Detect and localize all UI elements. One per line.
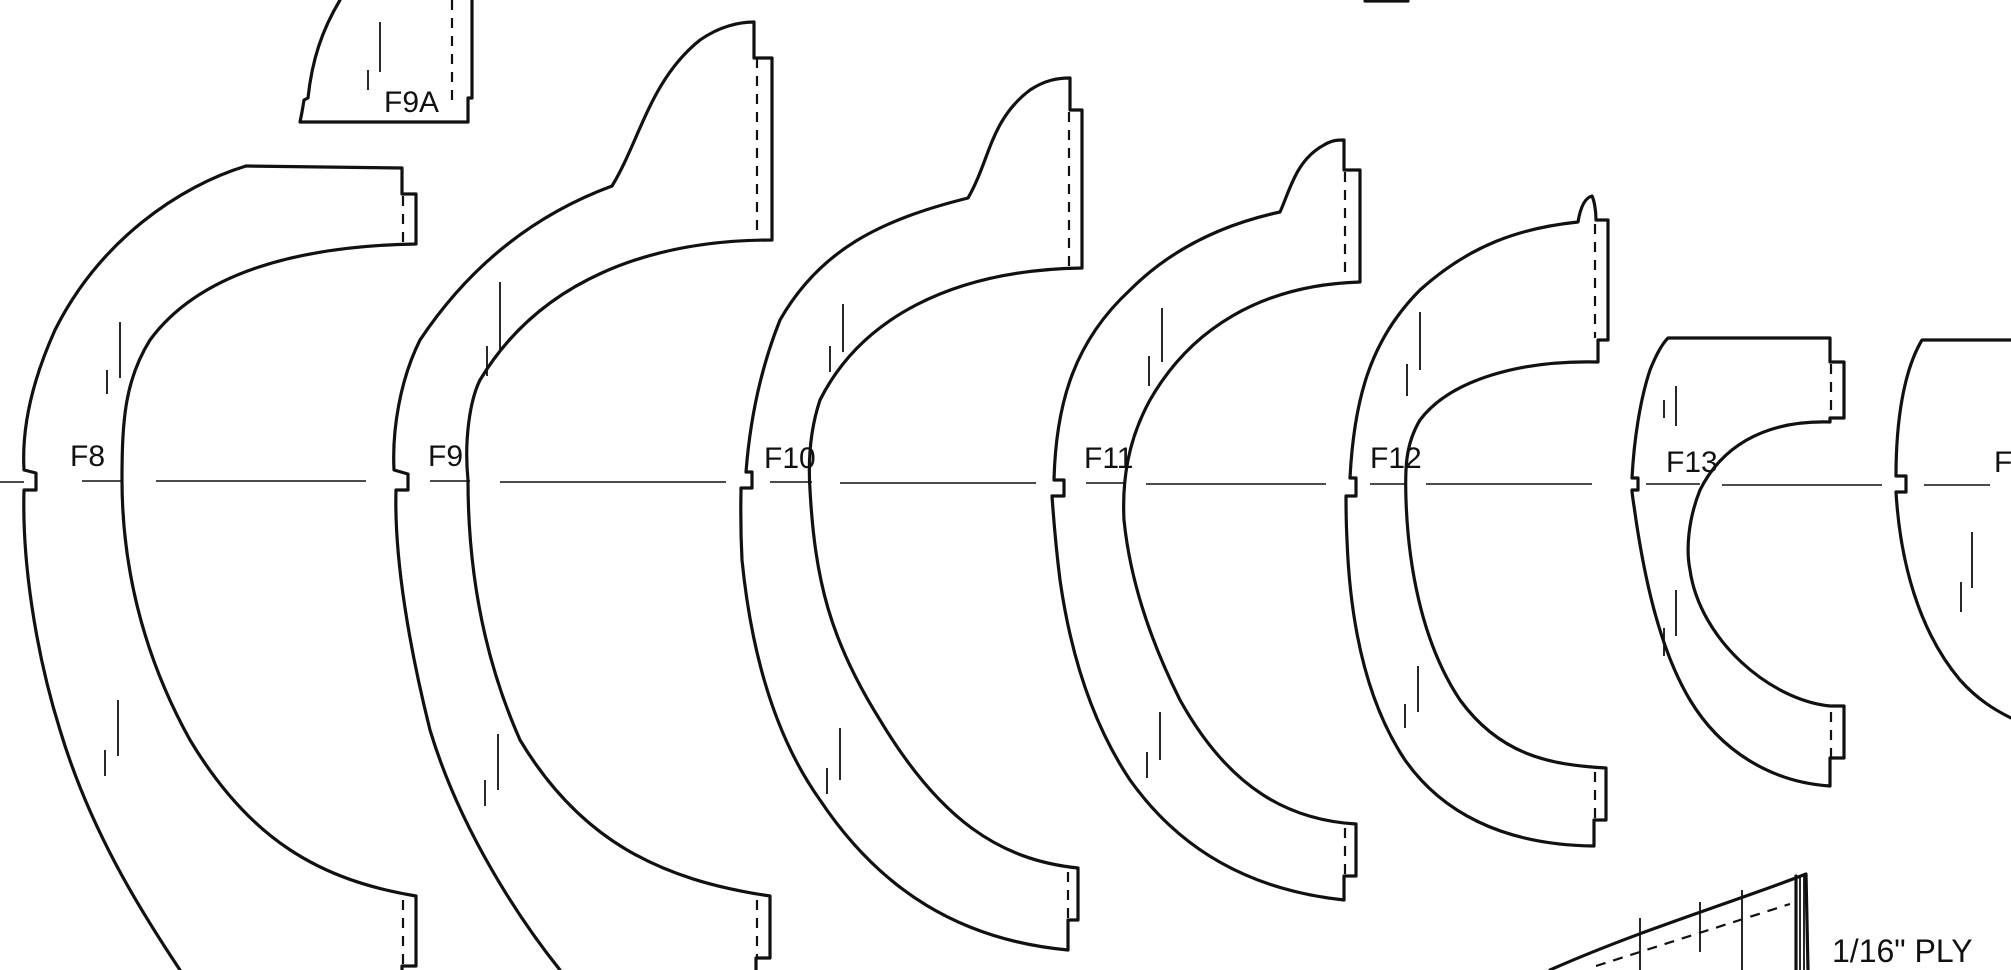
label-f11: F11 [1084,442,1133,475]
centerline [0,480,1990,486]
former-f12: F12 [1344,194,1610,848]
former-f9a: F9A [298,0,474,124]
plywood-part: 1/16" PLY [1548,872,1973,970]
label-f14: F [1994,446,2011,479]
label-f12: F12 [1370,442,1422,475]
former-f10: F10 [739,76,1084,952]
former-f9: F9 [392,20,774,970]
label-f9: F9 [428,440,463,473]
former-f11: F11 [1050,138,1362,902]
former-f8: F8 [22,164,418,970]
former-f14-partial: F [1894,338,2011,720]
label-f8: F8 [70,440,105,473]
ply-note: 1/16" PLY [1832,933,1973,969]
label-f9a: F9A [384,86,439,119]
label-f13: F13 [1666,446,1718,479]
former-f13: F13 [1630,336,1846,788]
label-f10: F10 [764,442,816,475]
